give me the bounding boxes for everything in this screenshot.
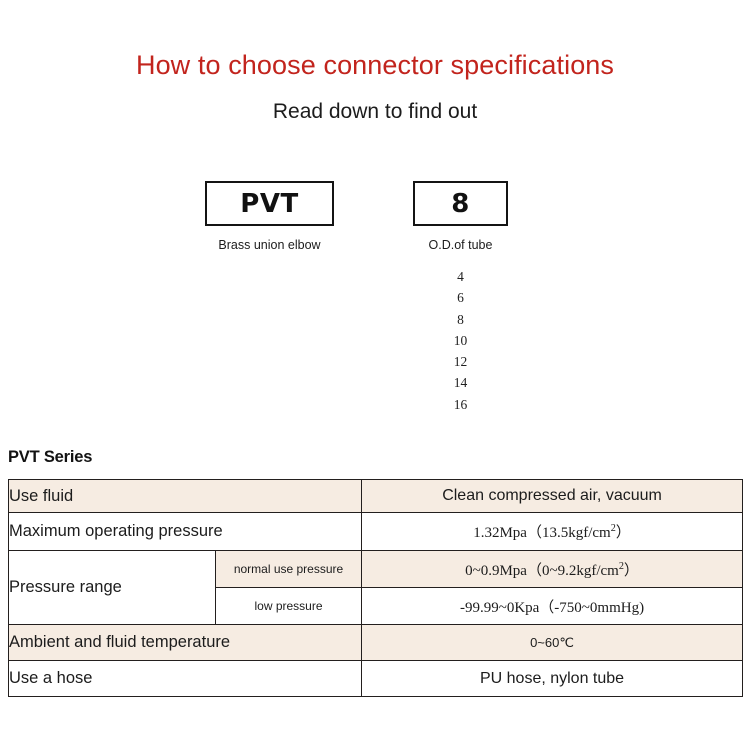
size-option: 12	[453, 354, 468, 370]
size-option: 6	[457, 290, 464, 306]
size-option: 10	[453, 332, 468, 348]
table-row: Ambient and fluid temperature 0~60℃	[7, 624, 744, 661]
row-value: PU hose, nylon tube	[361, 660, 744, 697]
series-code-text: PVT	[240, 188, 299, 219]
size-option: 8	[457, 311, 464, 327]
size-caption: O.D.of tube	[428, 238, 493, 252]
row-label: Use fluid	[7, 479, 363, 513]
size-code-text: 8	[451, 188, 470, 219]
specification-table: Use fluid Clean compressed air, vacuum M…	[7, 479, 744, 697]
table-row: Use a hose PU hose, nylon tube	[7, 660, 744, 697]
spec-table-heading: PVT Series	[8, 448, 93, 466]
row-value: Clean compressed air, vacuum	[361, 479, 744, 513]
row-sublabel: low pressure	[214, 587, 363, 625]
row-value-superscript: 2	[610, 523, 616, 534]
table-row: Pressure range normal use pressure 0~0.9…	[8, 550, 744, 625]
row-value: -99.99~0Kpa（-750~0mmHg)	[361, 587, 744, 625]
page-subtitle: Read down to find out	[272, 100, 478, 123]
page-title: How to choose connector specifications	[135, 50, 615, 80]
row-label: Maximum operating pressure	[7, 512, 363, 551]
row-value: 0~60℃	[361, 624, 744, 661]
size-option: 16	[453, 396, 468, 412]
row-value-text: 0~0.9Mpa（0~9.2kgf/cm	[465, 562, 619, 579]
size-option: 14	[453, 375, 468, 391]
row-label: Pressure range	[8, 550, 216, 625]
size-code-box: 8	[413, 181, 508, 226]
row-sublabel: normal use pressure	[214, 550, 363, 588]
row-value: 1.32Mpa（13.5kgf/cm2）	[361, 512, 744, 551]
row-value: 0~0.9Mpa（0~9.2kgf/cm2）	[361, 550, 744, 588]
row-value-text: 1.32Mpa（13.5kgf/cm	[473, 525, 611, 541]
row-value-superscript: 2	[618, 560, 624, 572]
row-value-suffix: ）	[615, 525, 631, 541]
row-label: Ambient and fluid temperature	[7, 624, 363, 661]
row-label: Use a hose	[7, 660, 363, 697]
row-value-suffix: ）	[623, 562, 639, 579]
size-option-list: 4 6 8 10 12 14 16	[413, 266, 508, 415]
size-option: 4	[457, 269, 464, 284]
series-code-box: PVT	[205, 181, 334, 226]
table-row: Maximum operating pressure 1.32Mpa（13.5k…	[7, 512, 744, 551]
table-row: Use fluid Clean compressed air, vacuum	[7, 479, 744, 513]
series-caption: Brass union elbow	[218, 238, 321, 252]
